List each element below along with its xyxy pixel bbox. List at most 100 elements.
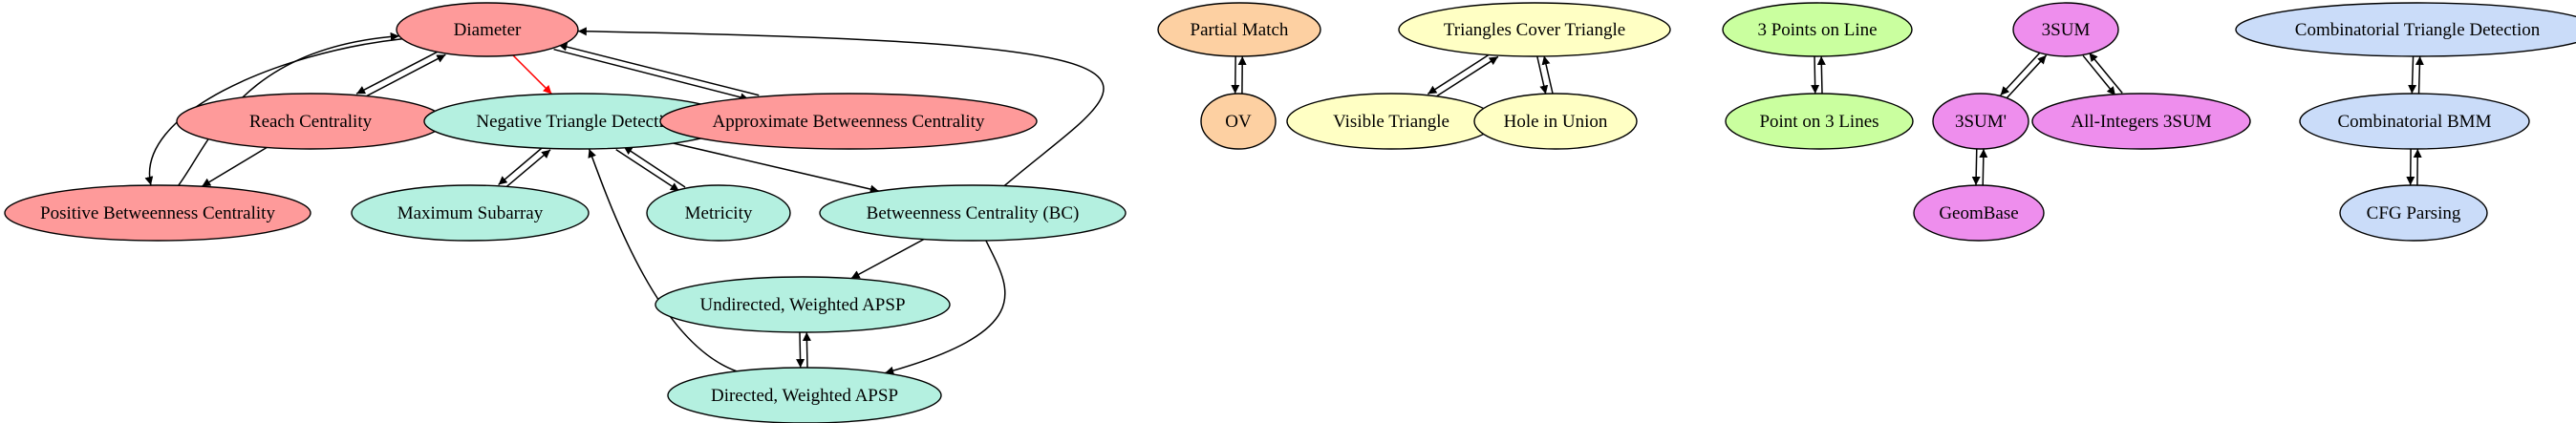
node-shape-bc (819, 184, 1127, 242)
edge-neg-to-metric (615, 148, 680, 192)
edge-dapsp-to-uapsp (802, 331, 811, 368)
edge-neg-to-bc (673, 142, 879, 194)
edge-diameter-to-neg (512, 54, 552, 95)
edges-layer (144, 27, 2424, 375)
node-p3l: 3 Points on Line (1722, 2, 1913, 57)
edge-cbmm-to-ctd (2415, 56, 2424, 95)
node-label-tct: Triangles Cover Triangle (1444, 20, 1625, 40)
edge-maxsub-to-neg (504, 149, 551, 189)
edge-metric-to-neg (623, 145, 686, 188)
node-shape-ctd (2235, 2, 2576, 57)
node-label-vis: Visible Triangle (1333, 112, 1449, 132)
node-shape-tct (1398, 2, 1671, 57)
edge-bc-to-diameter (577, 27, 1105, 187)
node-label-po3l: Point on 3 Lines (1759, 112, 1878, 132)
node-metric: Metricity (646, 184, 791, 242)
edge-tct-to-hole (1536, 56, 1549, 95)
node-posbc: Positive Betweenness Centrality (4, 184, 311, 242)
edge-s3p-to-s3 (2006, 54, 2048, 99)
node-label-s3: 3SUM (2042, 20, 2091, 40)
edge-dapsp-to-neg (588, 148, 738, 372)
edge-s3-to-allint (2082, 54, 2116, 96)
node-ctd: Combinatorial Triangle Detection (2235, 2, 2576, 57)
edge-uapsp-to-dapsp (796, 332, 805, 369)
node-label-metric: Metricity (685, 203, 753, 223)
edge-neg-to-maxsub (498, 146, 544, 186)
node-label-posbc: Positive Betweenness Centrality (40, 203, 275, 223)
node-label-diameter: Diameter (454, 20, 522, 40)
node-bc: Betweenness Centrality (BC) (819, 184, 1127, 242)
node-label-ov: OV (1225, 112, 1252, 132)
node-label-approx: Approximate Betweenness Centrality (713, 112, 985, 132)
node-dapsp: Directed, Weighted APSP (667, 367, 942, 423)
edge-allint-to-s3 (2088, 52, 2123, 94)
edge-diameter-to-approx (553, 48, 750, 102)
edge-tct-to-vis (1427, 53, 1492, 95)
node-vis: Visible Triangle (1286, 93, 1496, 150)
edge-ctd-to-cbmm (2408, 55, 2417, 94)
node-reach: Reach Centrality (176, 93, 445, 150)
node-shape-hole (1473, 93, 1638, 150)
node-shape-po3l (1725, 93, 1914, 150)
node-ov: OV (1200, 93, 1277, 150)
edge-approx-to-diameter (558, 42, 760, 96)
node-s3: 3SUM (2012, 2, 2119, 57)
node-label-p3l: 3 Points on Line (1757, 20, 1877, 40)
node-label-bc: Betweenness Centrality (BC) (867, 203, 1080, 223)
node-label-reach: Reach Centrality (249, 112, 373, 132)
node-uapsp: Undirected, Weighted APSP (655, 276, 951, 333)
node-shape-s3 (2012, 2, 2119, 57)
node-diameter: Diameter (396, 2, 579, 57)
node-shape-metric (646, 184, 791, 242)
node-label-cfg: CFG Parsing (2367, 203, 2461, 223)
node-label-dapsp: Directed, Weighted APSP (711, 386, 898, 406)
node-s3p: 3SUM' (1932, 93, 2029, 150)
node-shape-s3p (1932, 93, 2029, 150)
node-shape-geom (1913, 184, 2045, 242)
node-shape-posbc (4, 184, 311, 242)
node-label-uapsp: Undirected, Weighted APSP (699, 295, 905, 315)
node-shape-approx (659, 93, 1038, 150)
node-allint: All-Integers 3SUM (2031, 93, 2251, 150)
edge-s3p-to-geom (1971, 148, 1981, 185)
edge-reach-to-posbc (201, 146, 268, 187)
node-label-partial: Partial Match (1191, 20, 1289, 40)
edge-po3l-to-p3l (1816, 55, 1826, 94)
node-label-cbmm: Combinatorial BMM (2338, 112, 2492, 132)
node-maxsub: Maximum Subarray (351, 184, 590, 242)
node-po3l: Point on 3 Lines (1725, 93, 1914, 150)
node-label-s3p: 3SUM' (1955, 112, 2007, 132)
node-tct: Triangles Cover Triangle (1398, 2, 1671, 57)
node-cbmm: Combinatorial BMM (2299, 93, 2530, 150)
node-shape-p3l (1722, 2, 1913, 57)
node-label-ctd: Combinatorial Triangle Detection (2295, 20, 2541, 40)
edge-diameter-to-reach (355, 50, 440, 95)
node-partial: Partial Match (1157, 2, 1321, 57)
node-label-geom: GeomBase (1939, 203, 2018, 223)
node-label-maxsub: Maximum Subarray (397, 203, 544, 223)
edge-vis-to-tct (1434, 55, 1499, 98)
edge-bc-to-dapsp (885, 240, 1006, 375)
node-shape-ov (1200, 93, 1277, 150)
node-shape-allint (2031, 93, 2251, 150)
node-label-allint: All-Integers 3SUM (2071, 112, 2211, 132)
node-shape-cbmm (2299, 93, 2530, 150)
node-shape-uapsp (655, 276, 951, 333)
node-shape-diameter (396, 2, 579, 57)
edge-diameter-to-posbc (144, 37, 402, 186)
node-shape-partial (1157, 2, 1321, 57)
node-neg: Negative Triangle Detection (423, 93, 735, 150)
node-shape-maxsub (351, 184, 590, 242)
node-label-neg: Negative Triangle Detection (476, 112, 682, 132)
edge-bc-to-uapsp (850, 238, 925, 280)
edge-hole-to-tct (1541, 55, 1554, 94)
node-label-hole: Hole in Union (1504, 112, 1608, 132)
edge-s3-to-s3p (2000, 52, 2041, 96)
edge-geom-to-s3p (1979, 149, 1988, 186)
edge-p3l-to-po3l (1811, 56, 1820, 95)
node-cfg: CFG Parsing (2339, 184, 2488, 242)
edge-reach-to-diameter (363, 53, 446, 98)
node-shape-cfg (2339, 184, 2488, 242)
